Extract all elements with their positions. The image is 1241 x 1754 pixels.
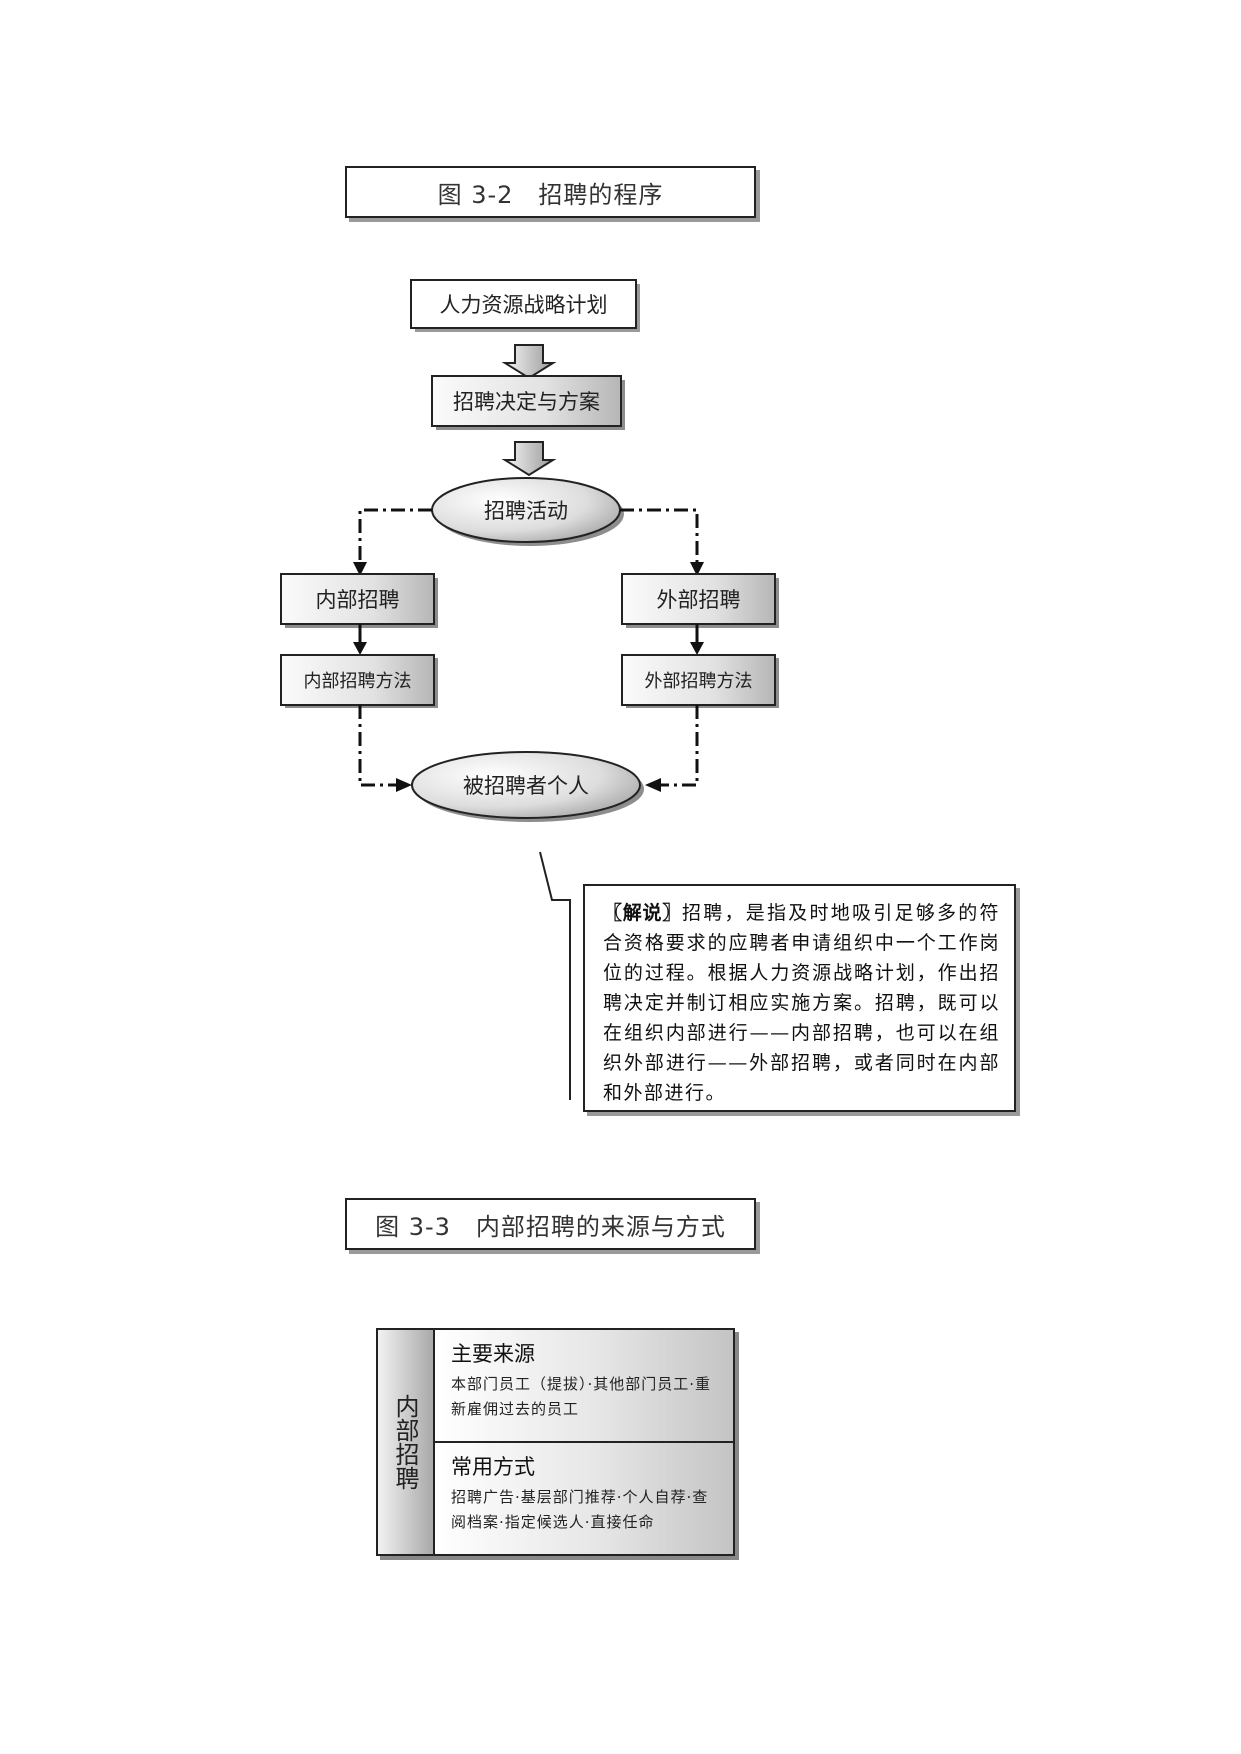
node-plan-label: 人力资源战略计划: [439, 293, 608, 317]
recruitment-flowchart: [280, 279, 779, 1100]
explanation-text: 招聘，是指及时地吸引足够多的符合资格要求的应聘者申请组织中一个工作岗位的过程。根…: [603, 902, 1000, 1104]
node-candidate-ellipse: [411, 751, 641, 819]
sources-text: 本部门员工（提拔）·其他部门员工·重新雇佣过去的员工: [451, 1375, 712, 1418]
node-plan-box: [410, 279, 637, 329]
figure-caption-3-2: 图 3-2 招聘的程序: [345, 166, 756, 218]
panel-section-methods: 常用方式 招聘广告·基层部门推荐·个人自荐·查阅档案·指定候选人·直接任命: [435, 1441, 733, 1554]
node-internal-method-label: 内部招聘方法: [303, 671, 412, 692]
panel-side-text: 内部招聘: [391, 1394, 419, 1490]
panel-side-label: 内部招聘: [378, 1330, 435, 1554]
node-external-method-label: 外部招聘方法: [644, 671, 753, 692]
node-external-box: [621, 573, 776, 625]
block-arrow-down-1: [501, 344, 557, 380]
explanation-lead: 〖解说〗: [603, 902, 682, 924]
block-arrow-down-2: [501, 441, 557, 477]
methods-title: 常用方式: [451, 1455, 535, 1479]
panel-body: 主要来源 本部门员工（提拔）·其他部门员工·重新雇佣过去的员工 常用方式 招聘广…: [435, 1330, 733, 1554]
panel-section-sources: 主要来源 本部门员工（提拔）·其他部门员工·重新雇佣过去的员工: [435, 1330, 733, 1441]
explanation-callout: 〖解说〗招聘，是指及时地吸引足够多的符合资格要求的应聘者申请组织中一个工作岗位的…: [583, 884, 1016, 1112]
connector-activity-to-internal: [358, 508, 432, 566]
node-external-label: 外部招聘: [656, 588, 741, 612]
methods-text: 招聘广告·基层部门推荐·个人自荐·查阅档案·指定候选人·直接任命: [451, 1488, 709, 1531]
connector-activity-to-external: [620, 508, 699, 566]
node-external-method-box: [621, 654, 776, 706]
figure-caption-3-3: 图 3-3 内部招聘的来源与方式: [345, 1198, 756, 1250]
node-activity-label: 招聘活动: [484, 499, 568, 523]
connector-external-to-candidate: [659, 705, 699, 787]
node-decision-label: 招聘决定与方案: [453, 390, 600, 414]
node-candidate-label: 被招聘者个人: [463, 774, 589, 798]
node-decision-box: [431, 375, 622, 427]
callout-leader: [539, 851, 571, 1100]
node-internal-label: 内部招聘: [315, 588, 400, 612]
node-internal-method-box: [280, 654, 435, 706]
internal-recruitment-panel: 内部招聘 主要来源 本部门员工（提拔）·其他部门员工·重新雇佣过去的员工 常用方…: [376, 1328, 735, 1556]
node-internal-box: [280, 573, 435, 625]
connector-internal-to-candidate: [358, 705, 398, 787]
sources-title: 主要来源: [451, 1342, 535, 1366]
